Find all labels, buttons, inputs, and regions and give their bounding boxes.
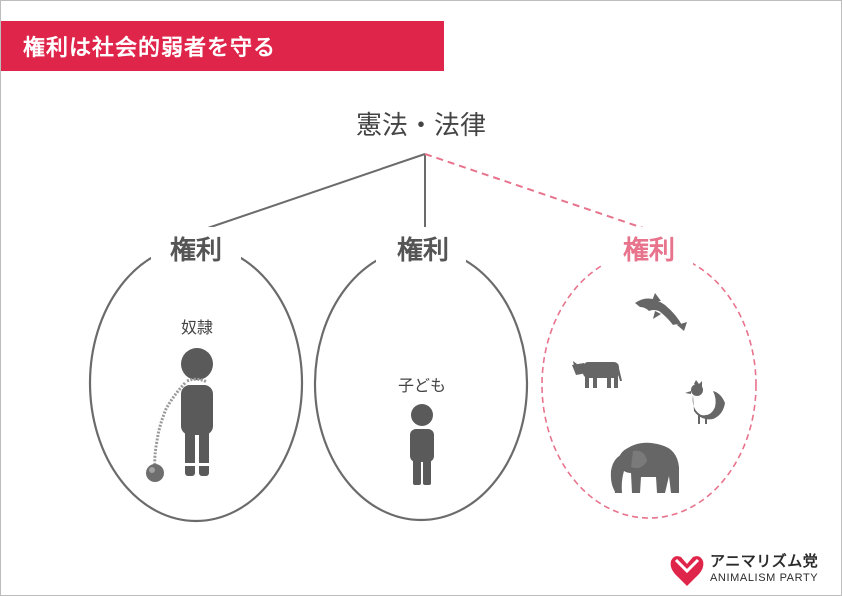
party-logo: アニマリズム党 ANIMALISM PARTY — [668, 550, 840, 590]
group-label: 権利 — [397, 235, 449, 266]
logo-name: アニマリズム党 — [710, 552, 819, 570]
connector-left — [198, 153, 426, 232]
label-backdrop — [376, 227, 466, 267]
heart-logo-icon — [670, 556, 704, 586]
group-slave: 権利 奴隷 — [88, 227, 304, 523]
root-label: 憲法・法律 — [356, 111, 486, 141]
title-banner: 権利は社会的弱者を守る — [1, 21, 444, 71]
label-backdrop — [603, 227, 693, 267]
group-ellipse — [88, 243, 304, 523]
connector-lines — [198, 153, 650, 232]
rooster-icon — [685, 380, 725, 424]
group-member-label: 奴隷 — [181, 318, 213, 337]
slave-figure-icon — [146, 348, 213, 482]
label-backdrop — [151, 227, 241, 267]
cow-icon — [572, 361, 622, 388]
group-child: 権利 子ども — [313, 227, 529, 522]
page-title: 権利は社会的弱者を守る — [23, 36, 277, 61]
connector-right-dashed — [424, 153, 650, 231]
logo-text: アニマリズム党 ANIMALISM PARTY — [710, 550, 818, 584]
logo-subtitle: ANIMALISM PARTY — [710, 572, 819, 584]
group-label: 権利 — [170, 235, 222, 266]
group-animals: 権利 — [541, 227, 757, 519]
group-ellipse — [541, 251, 757, 519]
dolphin-icon — [635, 293, 687, 331]
group-label: 権利 — [623, 235, 675, 266]
group-member-label: 子ども — [398, 376, 446, 395]
child-figure-icon — [410, 404, 434, 485]
elephant-icon — [610, 442, 679, 493]
